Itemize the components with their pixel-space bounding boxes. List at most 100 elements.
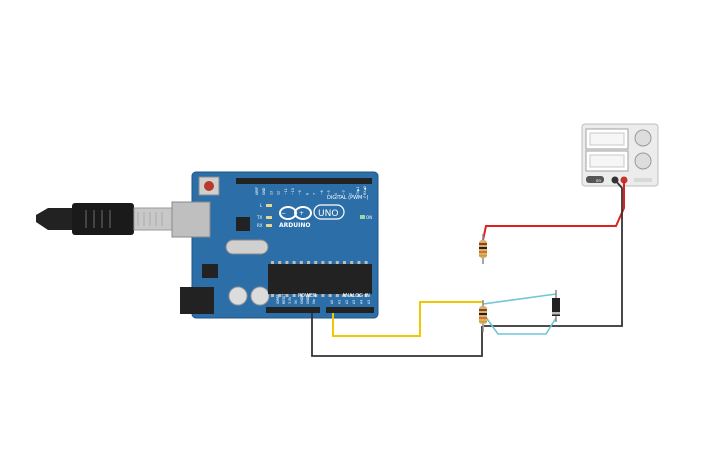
digital-pin-label: 12	[277, 191, 281, 195]
digital-pin-label: ~11	[284, 188, 288, 195]
svg-text:−: −	[281, 210, 286, 217]
chip-pin	[278, 261, 282, 264]
chip-pin	[285, 261, 289, 264]
wire-cyan-2	[484, 315, 557, 335]
svg-text:L: L	[260, 203, 263, 208]
diode[interactable]	[552, 290, 560, 322]
digital-pin-label: 7	[313, 193, 317, 195]
chip-pin	[343, 261, 346, 264]
chip-pin	[292, 261, 296, 264]
digital-pin-label: AREF	[255, 187, 259, 195]
chip-pin	[350, 294, 354, 297]
power-pin-label: IOREF	[276, 294, 280, 304]
svg-text:UNO: UNO	[318, 209, 338, 219]
svg-text:+: +	[299, 210, 304, 217]
analog-pin-label: A3	[352, 300, 356, 304]
on-led	[360, 215, 365, 219]
digital-pin-label: 8	[305, 193, 309, 195]
chip-pin	[321, 294, 325, 297]
power-pin-label: GND	[306, 296, 310, 304]
digital-header[interactable]	[236, 178, 372, 184]
wire-black-supply	[484, 179, 623, 327]
power-pin-label: RESET	[282, 294, 286, 304]
digital-pin-label: ~6	[320, 190, 324, 195]
model-badge: UNO	[313, 204, 345, 220]
digital-label: DIGITAL (PWM~)	[327, 195, 369, 201]
wire-red	[482, 180, 625, 241]
power-pin-label: 5V	[294, 299, 298, 304]
analog-pin-label: A0	[330, 300, 334, 304]
crystal	[225, 239, 269, 255]
chip-pin	[299, 261, 303, 264]
chip-pin	[307, 294, 310, 297]
svg-text:on: on	[596, 178, 601, 183]
capacitor	[250, 286, 270, 306]
power-supply[interactable]: on	[581, 123, 659, 187]
digital-pin-label: 13	[269, 191, 273, 195]
chip-pin	[357, 294, 361, 297]
microcontroller-chip	[268, 264, 372, 294]
power-pin-label: GND	[300, 296, 304, 304]
digital-pin-label: GND	[262, 187, 266, 195]
analog-pin-label: A1	[337, 300, 341, 304]
analog-pin-label: A5	[367, 300, 371, 304]
wire-cyan-1	[482, 293, 557, 305]
power-pin-label: Vin	[312, 299, 316, 304]
power-label: POWER	[298, 293, 317, 299]
regulator	[202, 264, 218, 278]
chip-pin	[314, 294, 318, 297]
chip-pin	[364, 261, 368, 264]
capacitor	[228, 286, 248, 306]
chip-pin	[328, 261, 332, 264]
digital-pin-label: 4	[334, 193, 338, 195]
chip-pin	[271, 261, 274, 264]
digital-pin-label: 2	[349, 193, 353, 195]
chip-pin	[328, 294, 332, 297]
usb-port	[171, 201, 211, 238]
resistor-2[interactable]	[479, 300, 487, 332]
chip-pin	[335, 261, 339, 264]
power-jack	[180, 287, 214, 314]
power-pin-label: 3.3V	[288, 296, 292, 304]
reset-button[interactable]	[198, 176, 220, 196]
brand-label: ARDUINO	[279, 222, 310, 229]
chip-pin	[285, 294, 289, 297]
analog-pin-label: A2	[345, 300, 349, 304]
digital-pin-label: ~9	[298, 190, 302, 195]
chip-pin	[364, 294, 368, 297]
digital-pin-label: TX▶1	[356, 186, 360, 196]
arduino-logo-icon: − +	[279, 206, 312, 220]
status-leds: L TX RX	[256, 203, 272, 228]
analog-header[interactable]	[326, 307, 374, 313]
power-button[interactable]: on	[586, 176, 604, 183]
chip-pin	[321, 261, 325, 264]
svg-text:TX: TX	[256, 215, 262, 220]
chip-pin	[335, 294, 339, 297]
digital-pin-label: ~5	[327, 190, 331, 195]
digital-pin-label: RX◀0	[363, 186, 367, 195]
analog-label: ANALOG IN	[342, 293, 370, 299]
chip-pin	[299, 294, 303, 297]
analog-pin-label: A4	[360, 300, 364, 304]
voltage-knob[interactable]	[634, 129, 652, 147]
chip-pin	[292, 294, 296, 297]
chip-pin	[271, 294, 274, 297]
on-label: ON	[366, 215, 372, 220]
chip-pin	[307, 261, 310, 264]
chip-pin	[357, 261, 361, 264]
wires[interactable]	[311, 179, 625, 357]
chip-pin	[278, 294, 282, 297]
usb-cable-icon[interactable]	[36, 203, 173, 235]
usb-chip	[236, 217, 250, 231]
wire-black-gnd	[311, 313, 483, 357]
power-header[interactable]	[266, 307, 320, 313]
resistor-1[interactable]	[479, 234, 487, 264]
chip-pin	[314, 261, 318, 264]
current-knob[interactable]	[634, 152, 652, 170]
wire-yellow	[332, 301, 483, 337]
digital-pin-label: ~10	[291, 188, 295, 195]
svg-text:RX: RX	[257, 223, 263, 228]
digital-pin-label: ~3	[341, 190, 345, 195]
